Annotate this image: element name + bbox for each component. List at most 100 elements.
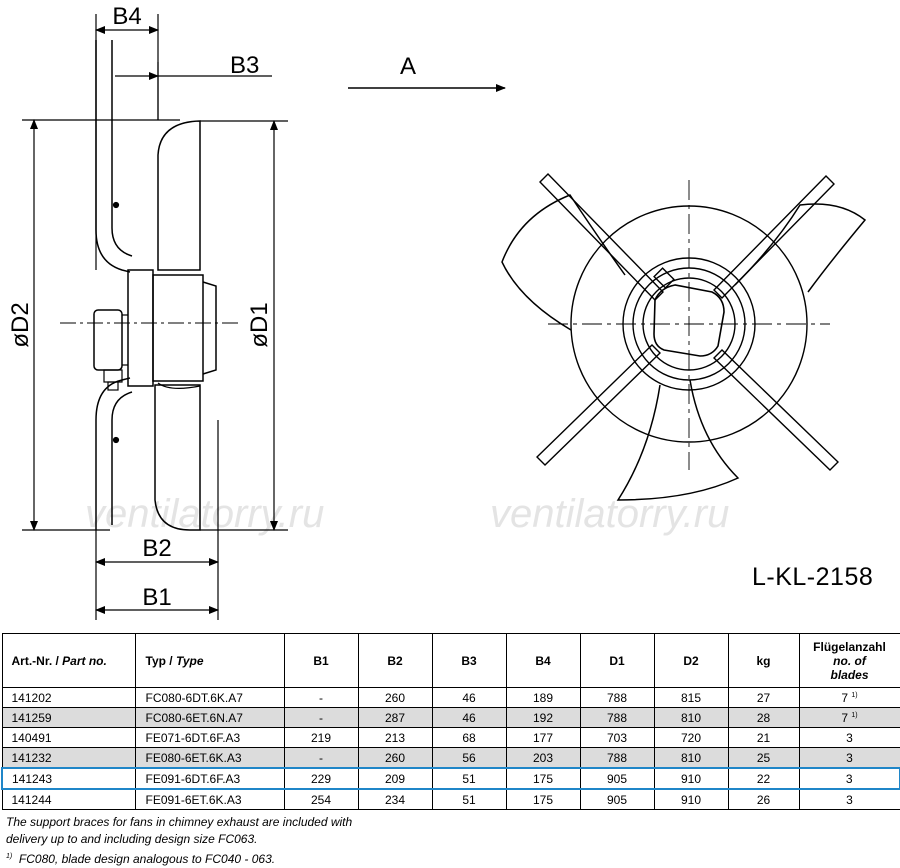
cell-blades: 3 [798, 747, 900, 769]
cell-d2: 720 [653, 727, 729, 748]
cell-blades: 7 1) [798, 687, 900, 708]
cell-b1: 229 [283, 767, 359, 790]
footnote-ref: 1) [851, 691, 858, 699]
header-b4: B4 [505, 633, 581, 688]
notes: The support braces for fans in chimney e… [6, 814, 352, 868]
cell-kg: 27 [727, 687, 800, 708]
cell-kg: 26 [727, 788, 800, 810]
cell-kg: 22 [727, 767, 800, 790]
cell-d1: 788 [579, 747, 655, 769]
cell-blades: 7 1) [798, 707, 900, 728]
footnote-text: FC080, blade design analogous to FC040 -… [18, 852, 276, 866]
front-view [501, 173, 867, 501]
cell-blades: 3 [798, 727, 900, 748]
cell-b1: 219 [283, 727, 359, 748]
parts-table-body: 141202 FC080-6DT.6K.A7 - 260 46 189 788 … [1, 687, 900, 810]
watermark-right: ventilatorry.ru [490, 492, 729, 536]
watermark-left: ventilatorry.ru [85, 492, 324, 536]
cell-kg: 28 [727, 707, 800, 728]
table-row-selected[interactable]: 141243 FE091-6DT.6F.A3 229 209 51 175 90… [1, 767, 900, 790]
footnote-ref: 1) [851, 711, 858, 719]
header-kg: kg [727, 633, 800, 688]
footnote-mark: 1) [6, 853, 13, 860]
table-header-row: Art.-Nr. / Part no. Typ / Type B1 B2 B3 … [1, 633, 900, 688]
dim-label-b2: B2 [142, 535, 171, 562]
cell-type: FC080-6DT.6K.A7 [134, 687, 285, 708]
cell-part-no: 141232 [1, 747, 136, 769]
cell-d1: 703 [579, 727, 655, 748]
side-view [22, 14, 288, 620]
drawing-code: L-KL-2158 [752, 563, 874, 591]
header-d2: D2 [653, 633, 729, 688]
dim-label-b3: B3 [230, 52, 259, 79]
cell-part-no: 141243 [1, 767, 136, 790]
cell-part-no: 141202 [1, 687, 136, 708]
technical-drawing: ventilatorry.ru ventilatorry.ru [7, 3, 867, 620]
cell-part-no: 141259 [1, 707, 136, 728]
cell-type: FC080-6ET.6N.A7 [134, 707, 285, 728]
cell-b4: 175 [505, 767, 581, 790]
cell-b2: 287 [357, 707, 433, 728]
cell-type: FE080-6ET.6K.A3 [134, 747, 285, 769]
cell-d1: 905 [579, 767, 655, 790]
cell-b2: 213 [357, 727, 433, 748]
cell-b4: 192 [505, 707, 581, 728]
parts-table: Art.-Nr. / Part no. Typ / Type B1 B2 B3 … [1, 633, 900, 810]
cell-b4: 189 [505, 687, 581, 708]
note-line-1: The support braces for fans in chimney e… [6, 815, 353, 829]
cell-d2: 910 [653, 788, 729, 810]
dim-label-d1: øD1 [246, 302, 273, 347]
header-blades: Flügelanzahl no. of blades [798, 633, 900, 688]
cell-b3: 68 [431, 727, 507, 748]
cell-type: FE091-6DT.6F.A3 [134, 767, 285, 790]
dim-label-d2: øD2 [7, 302, 34, 347]
cell-d1: 788 [579, 687, 655, 708]
header-b3: B3 [431, 633, 507, 688]
cell-b4: 203 [505, 747, 581, 769]
cell-d1: 905 [579, 788, 655, 810]
cell-type: FE071-6DT.6F.A3 [134, 727, 285, 748]
cell-b1: - [283, 747, 359, 769]
cell-b2: 234 [357, 788, 433, 810]
cell-b1: 254 [283, 788, 359, 810]
cell-b3: 56 [431, 747, 507, 769]
cell-blades: 3 [798, 788, 900, 810]
cell-part-no: 140491 [1, 727, 136, 748]
cell-b1: - [283, 707, 359, 728]
cell-b1: - [283, 687, 359, 708]
view-label-a: A [400, 53, 416, 80]
table-row: 141244 FE091-6ET.6K.A3 254 234 51 175 90… [1, 788, 900, 810]
cell-type: FE091-6ET.6K.A3 [134, 788, 285, 810]
cell-b2: 260 [357, 687, 433, 708]
cell-d2: 810 [653, 747, 729, 769]
cell-b3: 46 [431, 687, 507, 708]
cell-d2: 910 [653, 767, 729, 790]
cell-part-no: 141244 [1, 788, 136, 810]
header-b2: B2 [357, 633, 433, 688]
table-row: 141259 FC080-6ET.6N.A7 - 287 46 192 788 … [1, 707, 900, 728]
table-row: 141232 FE080-6ET.6K.A3 - 260 56 203 788 … [1, 747, 900, 769]
cell-b3: 46 [431, 707, 507, 728]
cell-blades: 3 [798, 767, 900, 790]
cell-b3: 51 [431, 767, 507, 790]
cell-d2: 815 [653, 687, 729, 708]
cell-b2: 260 [357, 747, 433, 769]
cell-b4: 177 [505, 727, 581, 748]
cell-d1: 788 [579, 707, 655, 728]
cell-b3: 51 [431, 788, 507, 810]
table-row: 141202 FC080-6DT.6K.A7 - 260 46 189 788 … [1, 687, 900, 708]
note-line-2: delivery up to and including design size… [6, 832, 258, 846]
dim-label-b1: B1 [142, 584, 171, 611]
cell-b2: 209 [357, 767, 433, 790]
cell-kg: 21 [727, 727, 800, 748]
header-b1: B1 [283, 633, 359, 688]
cell-d2: 810 [653, 707, 729, 728]
header-d1: D1 [579, 633, 655, 688]
cell-kg: 25 [727, 747, 800, 769]
dim-label-b4: B4 [112, 3, 141, 30]
header-part-no: Art.-Nr. / Part no. [1, 633, 136, 688]
footnote: 1) FC080, blade design analogous to FC04… [6, 848, 352, 868]
header-type: Typ / Type [134, 633, 285, 688]
cell-b4: 175 [505, 788, 581, 810]
table-row: 140491 FE071-6DT.6F.A3 219 213 68 177 70… [1, 727, 900, 748]
